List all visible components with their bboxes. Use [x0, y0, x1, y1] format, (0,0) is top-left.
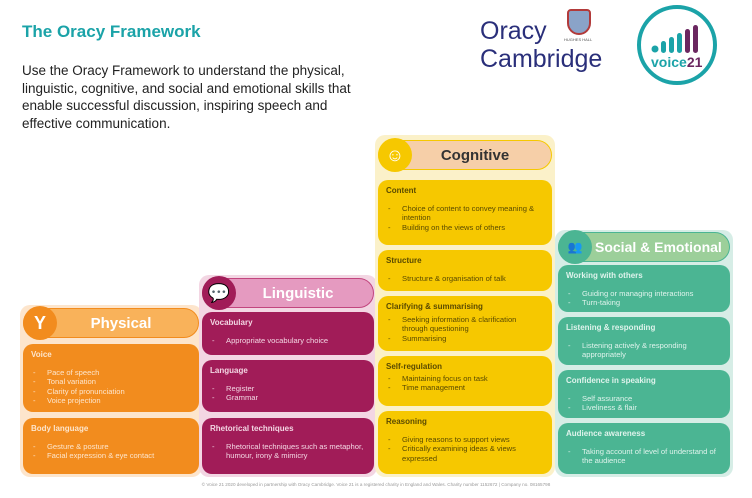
- list-item: Clarity of pronunciation: [31, 387, 191, 397]
- box-title: Rhetorical techniques: [210, 424, 294, 433]
- column-title: Physical: [90, 314, 152, 332]
- footer-text: © Voice 21 2020 developed in partnership…: [201, 482, 551, 487]
- column-title: Social & Emotional: [595, 239, 722, 255]
- cognitive-column: ☺ Cognitive Content Choice of content to…: [375, 135, 555, 477]
- box-voice: Voice Pace of speechTonal variationClari…: [23, 344, 199, 412]
- column-title: Cognitive: [440, 146, 510, 164]
- list-item: Summarising: [386, 334, 544, 344]
- list-item: Appropriate vocabulary choice: [210, 336, 366, 346]
- box-clarifying: Clarifying & summarising Seeking informa…: [378, 296, 552, 351]
- box-title: Listening & responding: [566, 323, 656, 332]
- box-body-language: Body language Gesture & postureFacial ex…: [23, 418, 199, 474]
- box-title: Vocabulary: [210, 318, 253, 327]
- box-working-with-others: Working with others Guiding or managing …: [558, 265, 730, 312]
- box-title: Content: [386, 186, 417, 195]
- list-item: Critically examining ideas & views expre…: [386, 444, 544, 463]
- box-rhetorical: Rhetorical techniques Rhetorical techniq…: [202, 418, 374, 474]
- oracy-cambridge-logo: Oracy Cambridge: [480, 17, 602, 73]
- list-item: Taking account of level of understand of…: [566, 447, 722, 466]
- signal-bars-icon: [651, 25, 698, 53]
- linguistic-header: 💬 Linguistic: [202, 276, 374, 310]
- list-item: Rhetorical techniques such as metaphor, …: [210, 442, 366, 461]
- box-self-regulation: Self-regulation Maintaining focus on tas…: [378, 356, 552, 406]
- box-title: Language: [210, 366, 248, 375]
- list-item: Grammar: [210, 393, 366, 403]
- list-item: Self assurance: [566, 394, 722, 404]
- group-icon: 👥: [558, 230, 592, 264]
- list-item: Liveliness & flair: [566, 403, 722, 413]
- voice-text: voice: [651, 54, 687, 70]
- list-item: Giving reasons to support views: [386, 435, 544, 445]
- box-vocabulary: Vocabulary Appropriate vocabulary choice: [202, 312, 374, 355]
- physical-column: Y Physical Voice Pace of speechTonal var…: [20, 305, 202, 477]
- list-item: Register: [210, 384, 366, 394]
- page-title: The Oracy Framework: [22, 22, 201, 41]
- box-confidence: Confidence in speaking Self assuranceLiv…: [558, 370, 730, 418]
- crest-text: HUGHES HALL: [564, 37, 593, 42]
- linguistic-column: 💬 Linguistic Vocabulary Appropriate voca…: [199, 275, 377, 477]
- social-column: 👥 Social & Emotional Working with others…: [555, 230, 733, 477]
- speech-bubble-icon: 💬: [202, 276, 236, 310]
- list-item: Maintaining focus on task: [386, 374, 544, 384]
- list-item: Pace of speech: [31, 368, 191, 378]
- list-item: Seeking information & clarification thro…: [386, 315, 544, 334]
- list-item: Choice of content to convey meaning & in…: [386, 204, 544, 223]
- box-title: Structure: [386, 256, 422, 265]
- head-gears-icon: ☺: [378, 138, 412, 172]
- box-reasoning: Reasoning Giving reasons to support view…: [378, 411, 552, 474]
- social-header: 👥 Social & Emotional: [558, 230, 730, 264]
- box-content: Content Choice of content to convey mean…: [378, 180, 552, 245]
- box-language: Language RegisterGrammar: [202, 360, 374, 412]
- box-title: Body language: [31, 424, 89, 433]
- box-title: Voice: [31, 350, 52, 359]
- box-listening: Listening & responding Listening activel…: [558, 317, 730, 365]
- box-title: Confidence in speaking: [566, 376, 656, 385]
- logo-text: Oracy: [480, 17, 547, 45]
- list-item: Voice projection: [31, 396, 191, 406]
- box-title: Audience awareness: [566, 429, 646, 438]
- box-audience: Audience awareness Taking account of lev…: [558, 423, 730, 474]
- logo-text: Cambridge: [480, 45, 603, 73]
- cognitive-header: ☺ Cognitive: [378, 138, 552, 172]
- physical-header: Y Physical: [23, 306, 199, 340]
- box-title: Clarifying & summarising: [386, 302, 483, 311]
- box-title: Self-regulation: [386, 362, 443, 371]
- voice21-logo: voice21: [637, 5, 717, 85]
- box-title: Reasoning: [386, 417, 427, 426]
- list-item: Gesture & posture: [31, 442, 191, 452]
- box-structure: Structure Structure & organisation of ta…: [378, 250, 552, 291]
- hughes-hall-crest: [567, 9, 591, 35]
- list-item: Facial expression & eye contact: [31, 451, 191, 461]
- list-item: Tonal variation: [31, 377, 191, 387]
- column-title: Linguistic: [262, 284, 334, 302]
- list-item: Structure & organisation of talk: [386, 274, 544, 284]
- person-icon: Y: [23, 306, 57, 340]
- list-item: Turn-taking: [566, 298, 722, 308]
- intro-text: Use the Oracy Framework to understand th…: [22, 63, 351, 131]
- twentyone-text: 21: [686, 54, 703, 70]
- list-item: Listening actively & responding appropri…: [566, 341, 722, 360]
- box-title: Working with others: [566, 271, 643, 280]
- list-item: Building on the views of others: [386, 223, 544, 233]
- list-item: Time management: [386, 383, 544, 393]
- list-item: Guiding or managing interactions: [566, 289, 722, 299]
